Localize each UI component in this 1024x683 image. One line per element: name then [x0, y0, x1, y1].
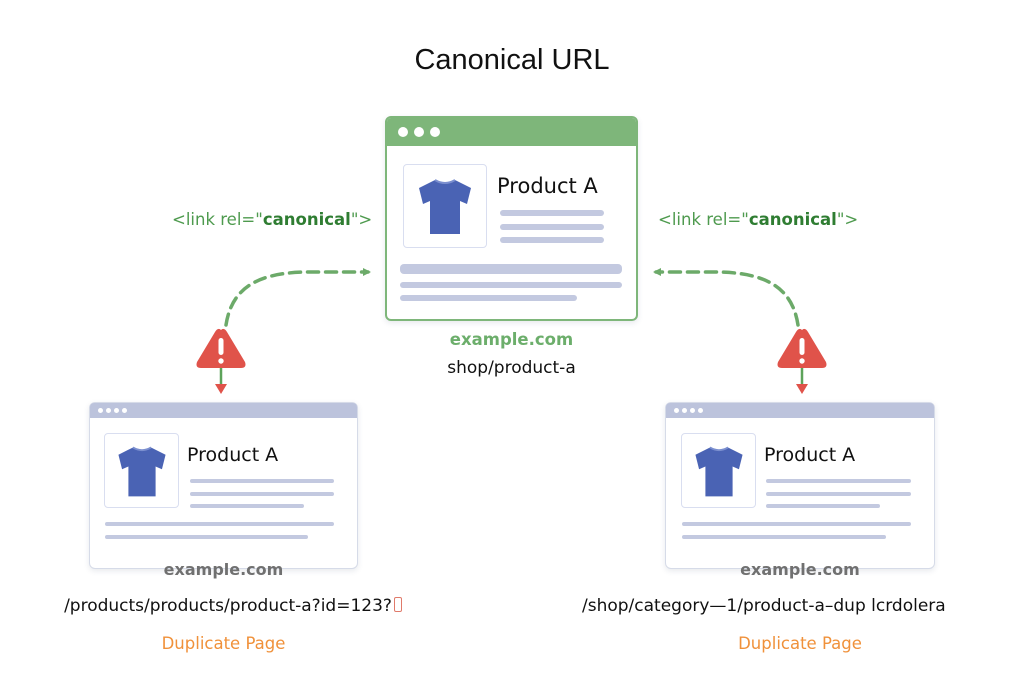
product-image [104, 433, 179, 508]
text-placeholder [190, 479, 334, 483]
tshirt-icon [694, 446, 743, 496]
duplicate-label: Duplicate Page [161, 634, 286, 653]
text-placeholder [500, 224, 604, 230]
window-dot [698, 408, 703, 413]
window-dot [114, 408, 119, 413]
warning-triangle-icon [777, 328, 827, 394]
text-placeholder [190, 492, 334, 496]
tag-suffix: "> [836, 210, 859, 229]
window-titlebar [387, 118, 636, 146]
product-title: Product A [187, 444, 279, 466]
duplicate-path: /products/products/product-a?id=123? [0, 596, 466, 616]
window-controls [674, 408, 706, 413]
window-dot [98, 408, 103, 413]
window-dot [430, 127, 440, 137]
window-titlebar [90, 403, 357, 418]
window-dot [398, 127, 408, 137]
duplicate-page-window: Product A [89, 402, 358, 569]
text-placeholder [766, 492, 911, 496]
window-dot [690, 408, 695, 413]
text-placeholder [500, 210, 604, 216]
product-title: Product A [764, 444, 856, 466]
text-placeholder [682, 535, 886, 539]
text-placeholder [190, 504, 304, 508]
text-placeholder [682, 522, 911, 526]
tshirt-icon [117, 446, 166, 496]
text-placeholder [105, 522, 334, 526]
tag-prefix: <link rel=" [658, 210, 749, 229]
text-placeholder [766, 479, 911, 483]
window-controls [98, 408, 130, 413]
diagram-title: Canonical URL [414, 44, 610, 76]
duplicate-label: Duplicate Page [738, 634, 862, 653]
window-titlebar [666, 403, 934, 418]
canonical-page-window: Product A [385, 116, 638, 321]
canonical-domain: example.com [449, 330, 574, 349]
tag-suffix: "> [350, 210, 373, 229]
tag-keyword: canonical [748, 210, 837, 229]
canonical-tag-label-left: <link rel="canonical"> [172, 210, 372, 229]
duplicate-domain: example.com [740, 560, 860, 579]
product-title: Product A [497, 174, 598, 198]
tshirt-icon [419, 179, 471, 234]
canonical-tag-label-right: <link rel="canonical"> [658, 210, 858, 229]
canonical-arrow-left [224, 268, 371, 327]
warning-triangle-icon [196, 328, 246, 394]
artifact-icon [393, 597, 402, 612]
text-placeholder [500, 237, 604, 243]
window-dot [122, 408, 127, 413]
product-image [403, 164, 487, 248]
window-dot [414, 127, 424, 137]
window-dot [674, 408, 679, 413]
duplicate-path: /shop/category—1/product-a–dup lcrdolera [582, 596, 946, 616]
window-controls [398, 127, 446, 137]
text-placeholder [105, 535, 308, 539]
canonical-path: shop/product-a [447, 358, 576, 378]
canonical-arrow-right [653, 268, 800, 327]
text-placeholder [400, 295, 577, 301]
duplicate-path-text: /products/products/product-a?id=123? [64, 596, 392, 616]
tag-prefix: <link rel=" [172, 210, 263, 229]
duplicate-domain: example.com [163, 560, 284, 579]
text-placeholder [400, 264, 622, 274]
window-dot [106, 408, 111, 413]
text-placeholder [400, 282, 622, 288]
product-image [681, 433, 756, 508]
window-dot [682, 408, 687, 413]
text-placeholder [766, 504, 880, 508]
duplicate-page-window: Product A [665, 402, 935, 569]
tag-keyword: canonical [262, 210, 351, 229]
